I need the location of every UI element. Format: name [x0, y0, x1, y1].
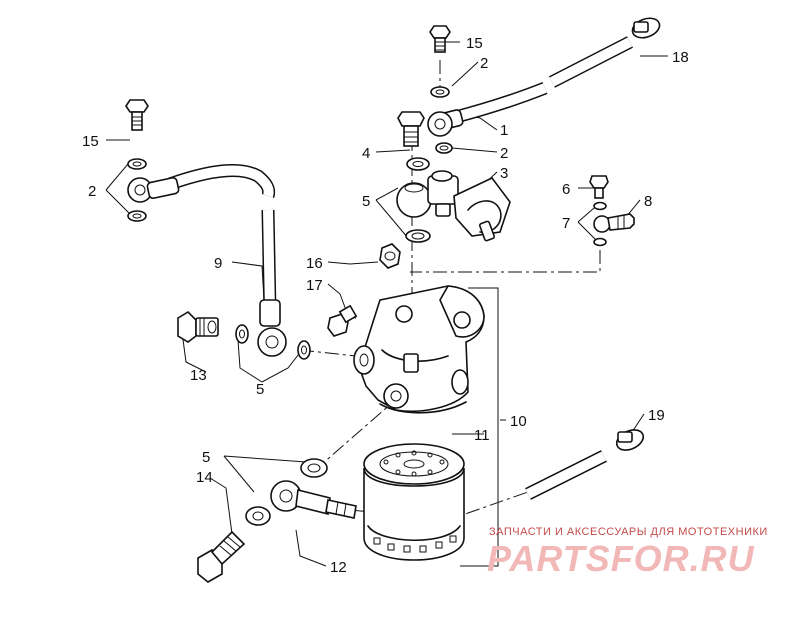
bolt-6: [589, 175, 609, 199]
callout-5-left: 5: [256, 381, 264, 398]
callout-labels: 1 2 2 2 3 4 5 5 5 6 7 8 9 10 11 12 13 14…: [82, 35, 689, 576]
hose-clamp-19: [615, 429, 645, 451]
callout-16: 16: [306, 255, 323, 272]
plug-16: [379, 243, 401, 269]
callout-10: 10: [510, 413, 527, 430]
filter-canister-11: [363, 443, 465, 561]
callout-9: 9: [214, 255, 222, 272]
bracket-10: [460, 287, 499, 567]
washers-5-upper: [405, 157, 431, 243]
banjo-bolt-15-top: [429, 25, 451, 53]
washers-5-lower: [245, 458, 328, 526]
hose-clamp-18: [631, 17, 661, 39]
callout-18: 18: [672, 49, 689, 66]
washers-5-left: [235, 324, 311, 360]
banjo-bolt-13: [177, 310, 219, 343]
callout-3: 3: [500, 165, 508, 182]
callout-2-left: 2: [88, 183, 96, 200]
banjo-fitting-12: [270, 480, 357, 519]
callout-14: 14: [196, 469, 213, 486]
ball-fitting: [396, 182, 432, 218]
callout-2-top: 2: [480, 55, 488, 72]
leader-lines: [105, 41, 668, 567]
callout-2-mid: 2: [500, 145, 508, 162]
upper-hose: [434, 36, 633, 131]
washers-7: [593, 201, 607, 247]
callout-1: 1: [500, 122, 508, 139]
callout-5-upper: 5: [362, 193, 370, 210]
callout-15-top: 15: [466, 35, 483, 52]
fuel-pump-3: [427, 170, 511, 242]
banjo-fitting-left: [257, 327, 287, 357]
callout-4: 4: [362, 145, 370, 162]
washers-2-left: [127, 158, 147, 222]
banjo-fitting-top: [427, 111, 453, 137]
banjo-bolt-4: [397, 111, 425, 147]
hose-9: [127, 163, 281, 327]
callout-13: 13: [190, 367, 207, 384]
lower-hose: [525, 450, 607, 500]
watermark-caption: ЗАПЧАСТИ И АКСЕССУАРЫ ДЛЯ МОТОТЕХНИКИ: [489, 526, 768, 538]
bolt-17: [327, 304, 358, 337]
banjo-bolt-14: [197, 530, 246, 583]
washers-2-top: [430, 86, 453, 154]
callout-6: 6: [562, 181, 570, 198]
callout-7: 7: [562, 215, 570, 232]
banjo-bolt-15-left: [125, 99, 149, 131]
callout-17: 17: [306, 277, 323, 294]
callout-5-lower: 5: [202, 449, 210, 466]
filter-head: [353, 285, 485, 414]
watermark-logo: PARTSFOR.RU: [487, 538, 755, 579]
callout-19: 19: [648, 407, 665, 424]
callout-8: 8: [644, 193, 652, 210]
callout-15-left: 15: [82, 133, 99, 150]
callout-11: 11: [474, 427, 490, 444]
callout-12: 12: [330, 559, 347, 576]
nipple-fitting-8: [593, 213, 635, 233]
